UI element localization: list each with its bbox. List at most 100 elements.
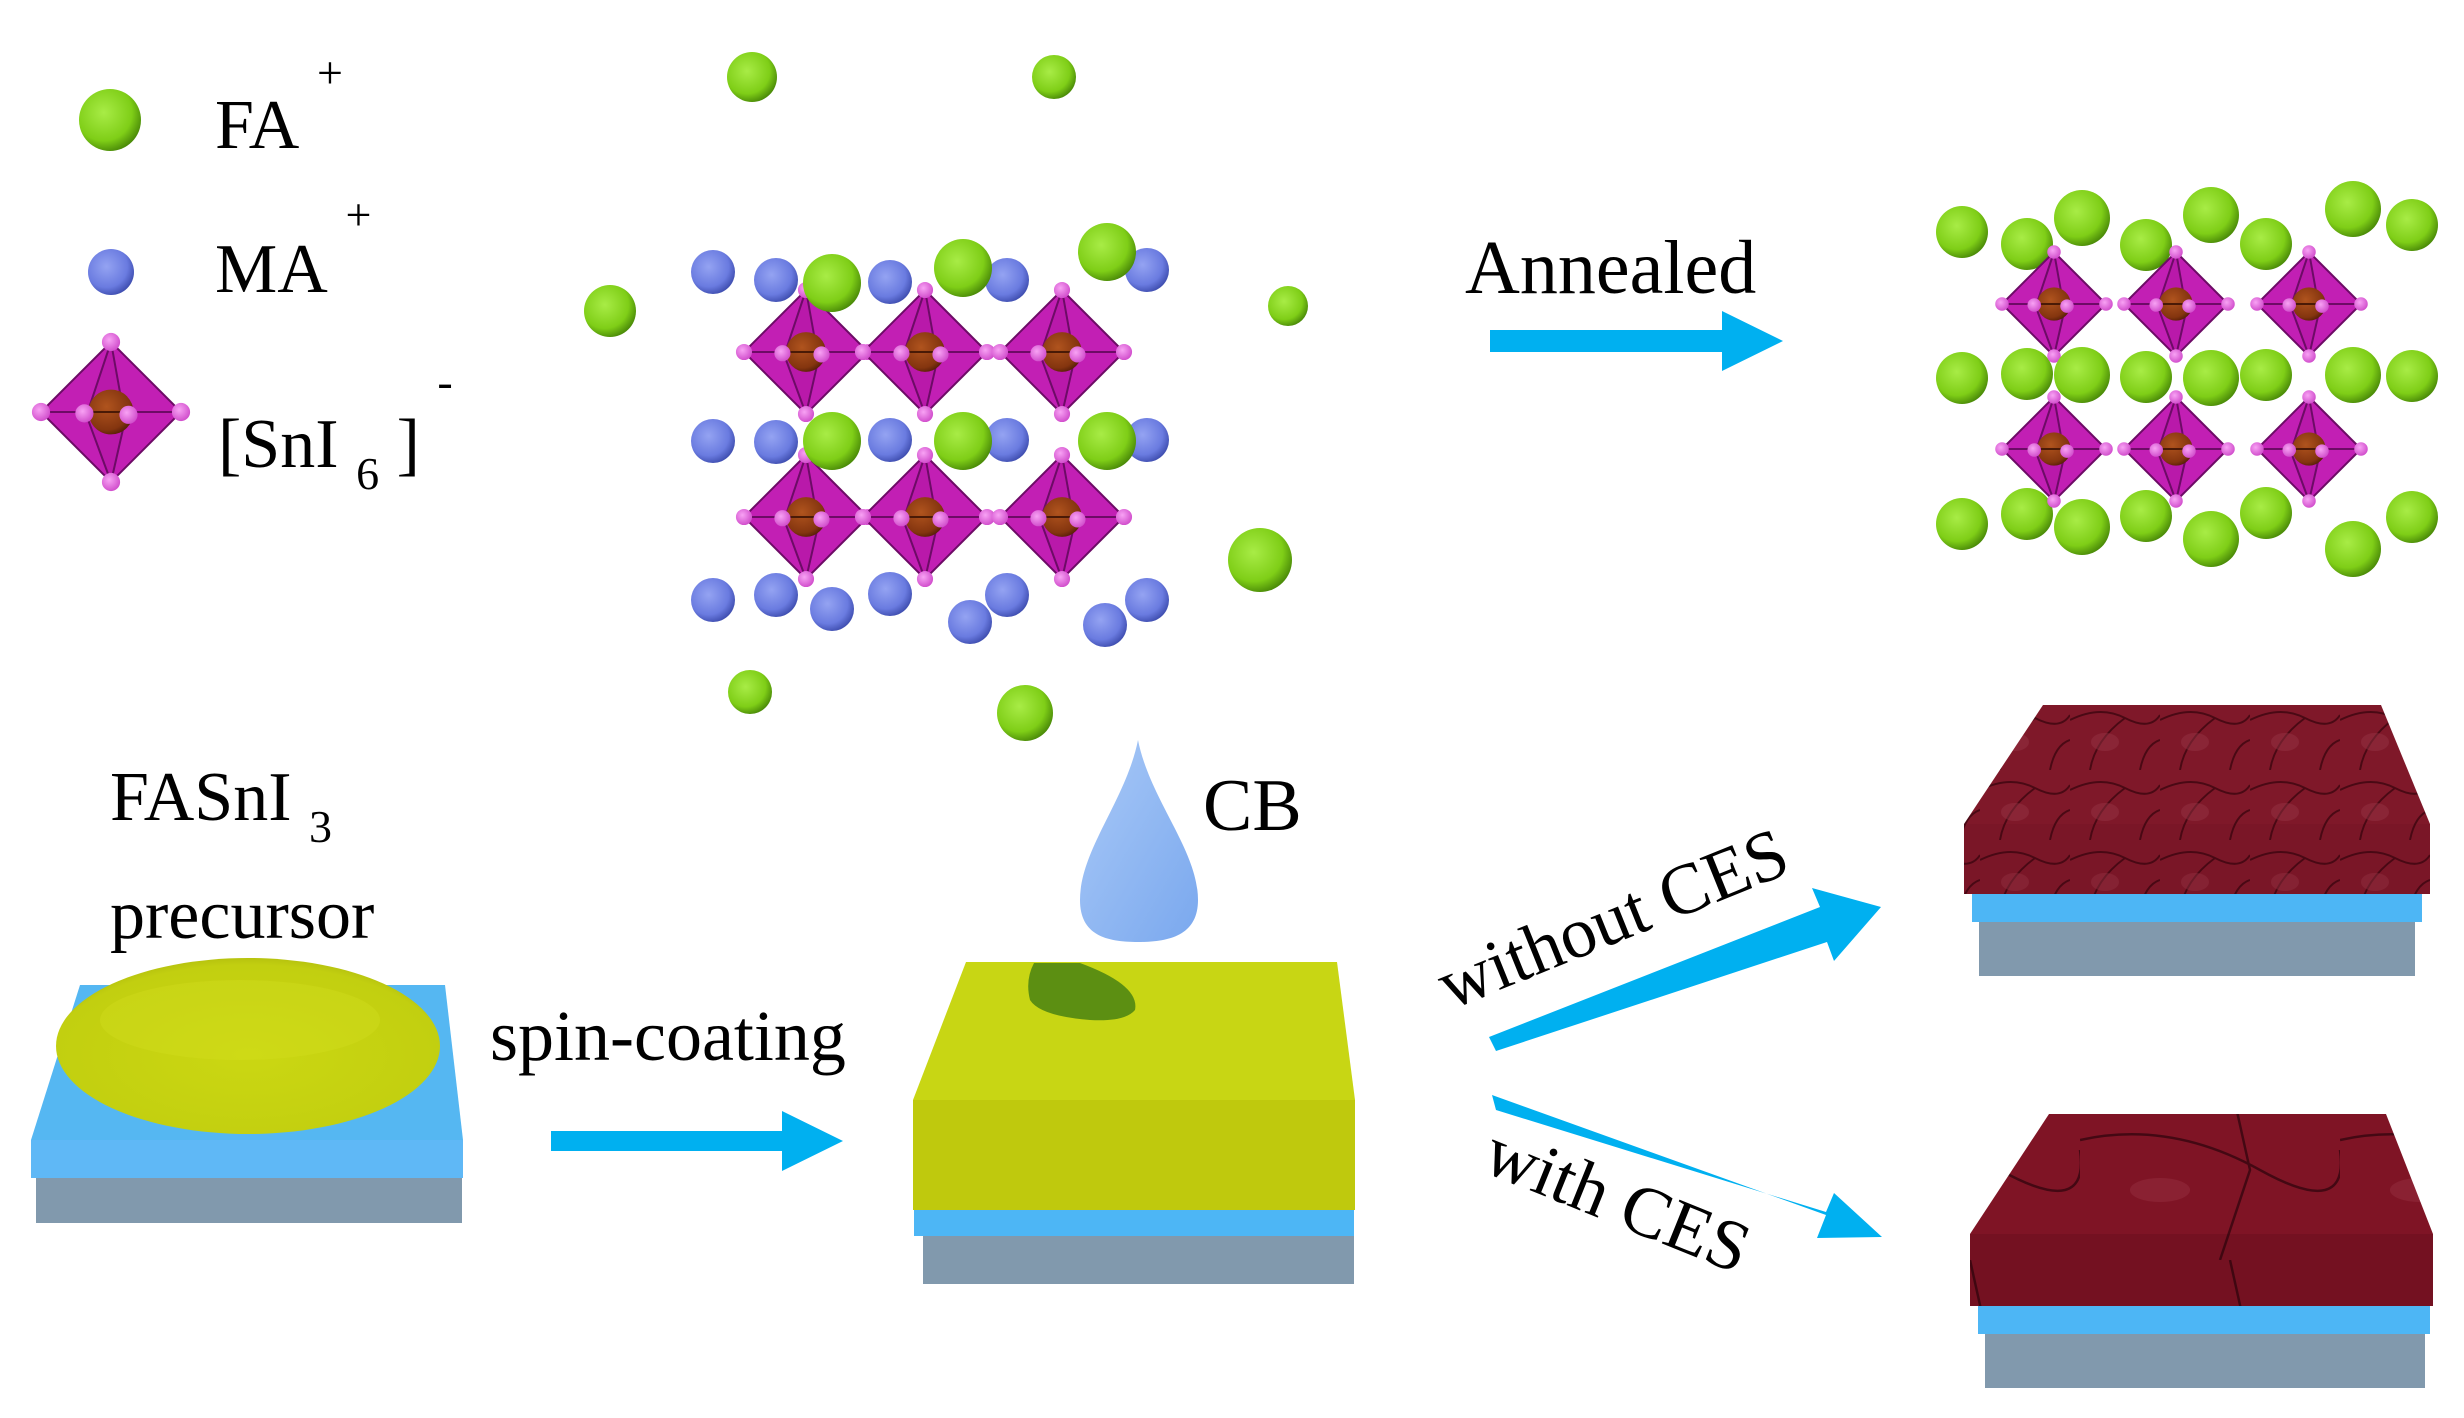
sni6-octahedron (735, 446, 877, 588)
annealed-label: Annealed (1465, 226, 1756, 310)
fa-cation-sphere (2054, 190, 2110, 246)
ma-cation-sphere (1083, 603, 1127, 647)
fa-cation-sphere (2183, 511, 2239, 567)
iodide-atom (2302, 245, 2316, 259)
iodide-atom (2169, 245, 2183, 259)
antisolvent-stage: CB (913, 740, 1355, 1284)
iodide-atom (1995, 442, 2009, 456)
ma-cation-sphere (985, 573, 1029, 617)
ma-cation-sphere (691, 250, 735, 294)
iodide-atom (1069, 346, 1086, 363)
precursor-label: precursor (110, 877, 374, 954)
cb-label: CB (1203, 765, 1302, 847)
iodide-atom (2250, 442, 2264, 456)
legend-sni6-close: ] (397, 406, 420, 483)
fa-cation-sphere (2120, 490, 2172, 542)
fa-cation-sphere (803, 254, 861, 312)
sni6-octahedron (2250, 245, 2368, 363)
octahedron-edge (2034, 451, 2055, 502)
lattice-before-annealing (584, 52, 1308, 741)
film-without-ces (1964, 705, 2430, 976)
with-ces-label: with CES (1474, 1111, 1762, 1289)
iodide-atom (916, 281, 934, 299)
iodide-atom (813, 511, 830, 528)
ma-cation-sphere (691, 578, 735, 622)
fa-cation-sphere (2240, 349, 2292, 401)
iodide-atom (978, 508, 996, 526)
ma-cation-sphere (691, 419, 735, 463)
ma-cation-sphere (868, 572, 912, 616)
without-ces-arrow-icon (1489, 888, 1881, 1051)
iodide-atom (916, 570, 934, 588)
iodide-atom (2282, 298, 2296, 312)
iodide-atom (2302, 349, 2316, 363)
iodide-atom (2354, 442, 2368, 456)
iodide-atom (1053, 405, 1071, 423)
ma-cation-sphere (754, 420, 798, 464)
iodide-atom (1115, 508, 1133, 526)
iodide-atom (735, 508, 753, 526)
legend-item-fa: FA + (79, 47, 343, 164)
octahedron-edge (902, 519, 926, 580)
iodide-atom (932, 346, 949, 363)
iodide-atom (932, 511, 949, 528)
iodide-atom (2099, 297, 2113, 311)
iodide-atom (2282, 443, 2296, 457)
fa-cation-sphere (2120, 351, 2172, 403)
octahedron-edge (1039, 519, 1063, 580)
legend: FA + MA + [SnI 6 ] - (31, 47, 453, 499)
fa-cation-sphere (2054, 499, 2110, 555)
sni6-octahedron-icon (31, 332, 191, 492)
sni6-octahedron (735, 281, 877, 423)
sni6-octahedron (1995, 245, 2113, 363)
iodide-atom (2169, 494, 2183, 508)
sni6-octahedron (854, 281, 996, 423)
iodide-atom (101, 472, 121, 492)
iodide-atom (978, 343, 996, 361)
iodide-atom (101, 332, 121, 352)
iodide-atom (2302, 390, 2316, 404)
branch-without-ces: without CES (1426, 812, 1881, 1051)
fa-cation-sphere (2386, 350, 2438, 402)
ma-cation-sphere (810, 587, 854, 631)
iodide-atom (2027, 443, 2041, 457)
legend-fa-charge: + (317, 47, 343, 98)
fa-cation-sphere (2183, 350, 2239, 406)
octahedron-edge (2289, 306, 2310, 357)
iodide-atom (893, 510, 910, 527)
octahedron-edge (2156, 451, 2177, 502)
iodide-atom (2047, 390, 2061, 404)
iodide-atom (1069, 511, 1086, 528)
film-with-ces (1970, 1114, 2433, 1388)
fa-cation-sphere (2386, 199, 2438, 251)
octahedron-edge (902, 354, 926, 415)
sni6-octahedron (2117, 245, 2235, 363)
sni6-octahedron (991, 281, 1133, 423)
legend-ma-symbol: MA (215, 231, 328, 308)
ma-cation-sphere (948, 600, 992, 644)
fa-cation-sphere (934, 239, 992, 297)
fa-cation-sphere (2325, 521, 2381, 577)
fa-cation-sphere (1936, 498, 1988, 550)
cb-droplet-icon (1080, 740, 1198, 942)
precursor-droplet (56, 958, 440, 1134)
ma-cation-sphere (1125, 248, 1169, 292)
ma-sphere-icon (88, 249, 134, 295)
iodide-atom (813, 346, 830, 363)
iodide-atom (2182, 299, 2196, 313)
iodide-atom (2182, 444, 2196, 458)
iodide-atom (171, 402, 191, 422)
iodide-atom (774, 345, 791, 362)
iodide-atom (916, 405, 934, 423)
iodide-atom (2117, 297, 2131, 311)
with-ces-arrow-icon (1492, 1095, 1882, 1238)
legend-sni6-subscript: 6 (356, 448, 379, 499)
iodide-atom (774, 510, 791, 527)
iodide-atom (2315, 444, 2329, 458)
fa-cation-sphere (2001, 488, 2053, 540)
iodide-atom (2169, 390, 2183, 404)
fa-cation-sphere (1078, 223, 1136, 281)
spin-coating-arrow-icon (551, 1111, 843, 1171)
iodide-atom (2169, 349, 2183, 363)
iodide-atom (119, 405, 138, 424)
